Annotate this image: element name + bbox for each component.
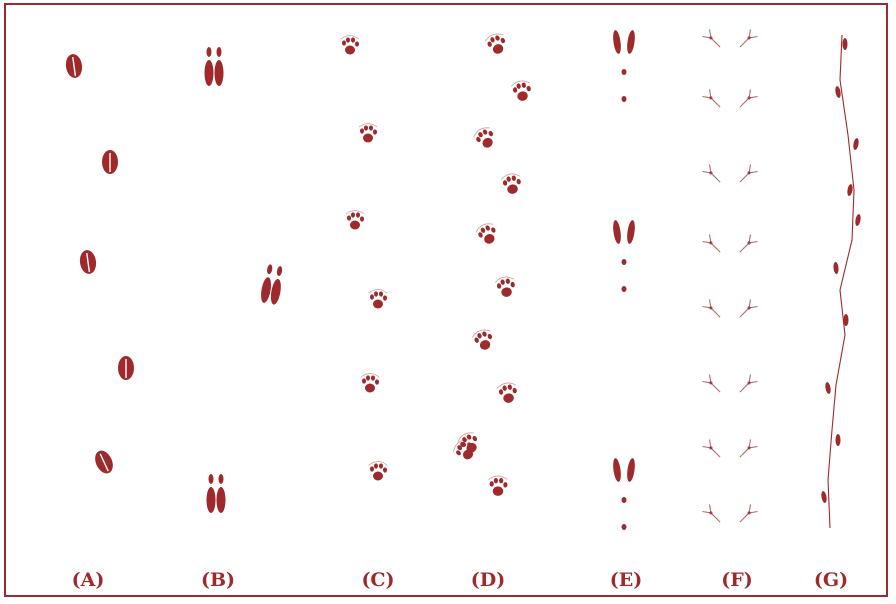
label-a: (A): [71, 569, 105, 591]
paw-print: [473, 127, 494, 148]
bird-track-pair: [702, 504, 758, 523]
paw-print: [360, 373, 380, 393]
hoof-print: [102, 150, 118, 174]
small-track-print: [843, 314, 849, 326]
paw-print: [340, 35, 360, 55]
paw-print: [484, 33, 506, 54]
paw-print: [510, 80, 531, 101]
small-track-print: [842, 38, 848, 50]
cloven-hoof-print: [261, 264, 283, 305]
hoof-print: [118, 356, 134, 380]
hopping-track-group: [613, 30, 635, 102]
drag-line: [827, 34, 855, 529]
figure-frame: [4, 3, 888, 597]
small-track-print: [825, 382, 831, 394]
cloven-hoof-print: [204, 47, 224, 86]
label-f: (F): [721, 569, 753, 591]
label-g: (G): [813, 569, 849, 591]
label-d: (D): [470, 569, 506, 591]
bird-track-pair: [702, 29, 758, 48]
label-c: (C): [361, 569, 395, 591]
paw-print: [488, 475, 508, 496]
small-track-print: [847, 184, 853, 196]
small-track-print: [853, 138, 859, 150]
paw-print: [494, 276, 515, 297]
bird-track-pair: [702, 299, 758, 318]
small-track-print: [833, 262, 839, 274]
label-e: (E): [609, 569, 643, 591]
paw-print: [496, 382, 517, 403]
paw-print: [452, 439, 474, 460]
small-track-print: [835, 86, 841, 98]
small-track-print: [821, 491, 827, 503]
paw-print: [358, 123, 378, 143]
hopping-track-group: [613, 220, 635, 292]
paw-print: [471, 329, 493, 350]
small-track-print: [835, 434, 841, 446]
bird-track-pair: [702, 374, 758, 393]
label-b: (B): [200, 569, 236, 591]
paw-print: [368, 289, 388, 309]
paw-print: [368, 461, 388, 481]
hoof-print: [79, 250, 97, 274]
bird-track-pair: [702, 89, 758, 108]
small-track-print: [855, 214, 861, 226]
bird-track-pair: [702, 164, 758, 183]
hopping-track-group: [613, 458, 635, 530]
hoof-print: [65, 54, 83, 78]
bird-track-pair: [702, 234, 758, 253]
bird-track-pair: [702, 439, 758, 458]
cloven-hoof-print: [206, 474, 226, 513]
hoof-print: [95, 450, 113, 474]
paw-print: [345, 210, 365, 230]
paw-print: [475, 223, 496, 244]
paw-print: [500, 173, 521, 194]
